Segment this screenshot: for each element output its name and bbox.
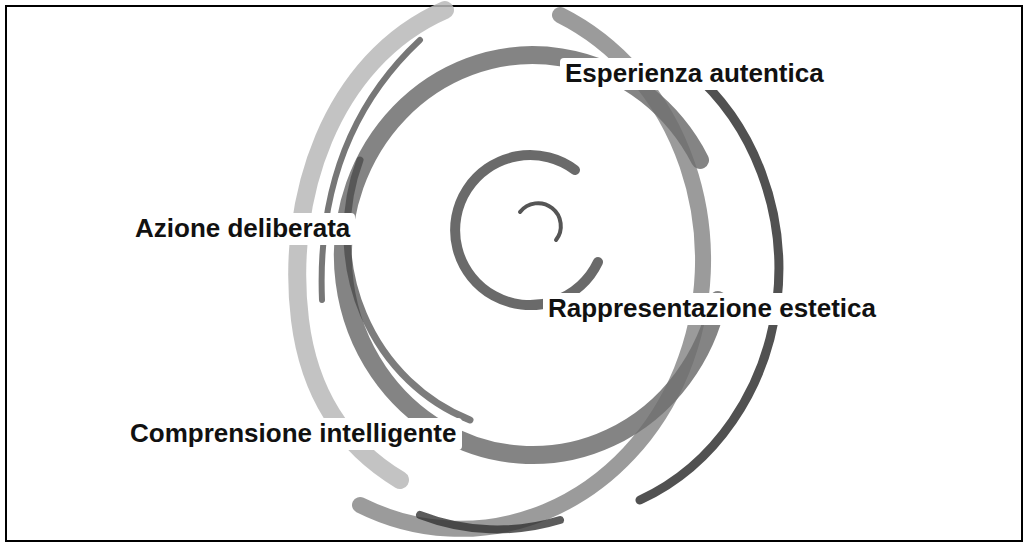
stage-label: Esperienza autentica: [560, 58, 829, 90]
stage-label: Azione deliberata: [130, 213, 355, 245]
frame: [6, 6, 1022, 541]
stage-label: Comprensione intelligente: [125, 418, 462, 450]
stage-label: Rappresentazione estetica: [543, 293, 881, 325]
